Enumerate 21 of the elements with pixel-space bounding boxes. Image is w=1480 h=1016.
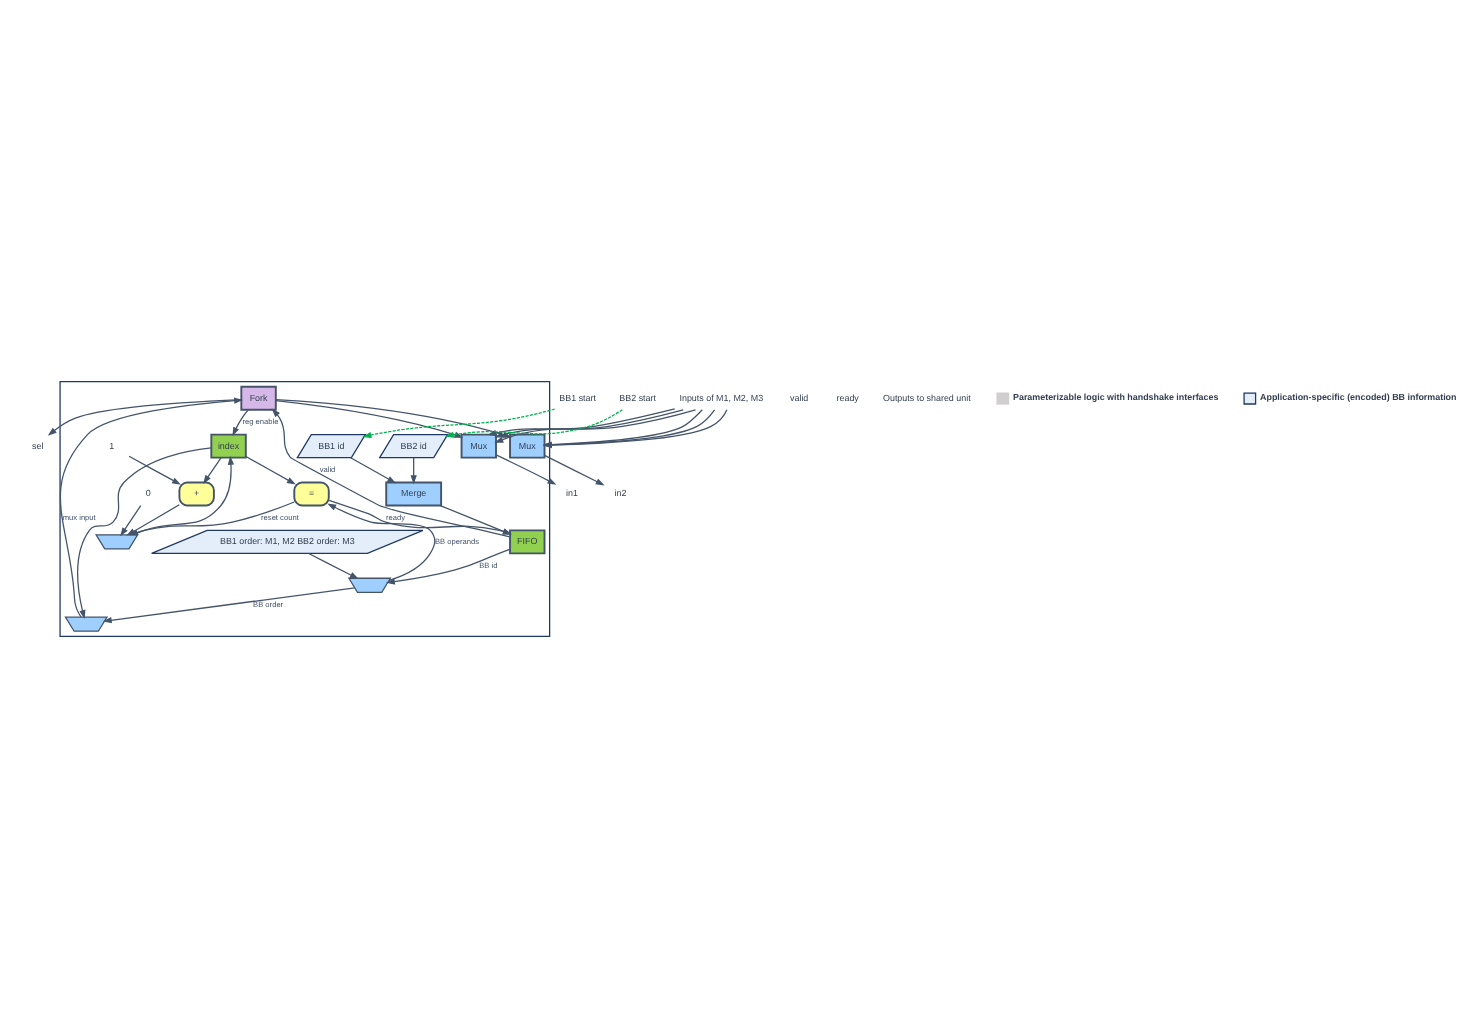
arrow [203,456,222,483]
arrow [128,454,181,484]
arrow [328,498,512,534]
arrow [132,454,235,535]
arrow [275,399,464,437]
arrow [494,408,697,442]
node-trapezoid [94,533,139,549]
arrow [410,456,417,484]
arrow [77,446,212,618]
arrow [102,586,356,623]
node-trapezoid [347,576,392,592]
arrow [543,453,605,485]
node-trapezoid [64,615,109,631]
arrow [327,502,436,580]
arrow [308,551,359,579]
arrow [439,503,512,534]
arrow [495,453,557,484]
arrow [350,456,397,483]
arrow [385,547,511,584]
arrow [245,454,296,484]
arrow [232,408,249,436]
